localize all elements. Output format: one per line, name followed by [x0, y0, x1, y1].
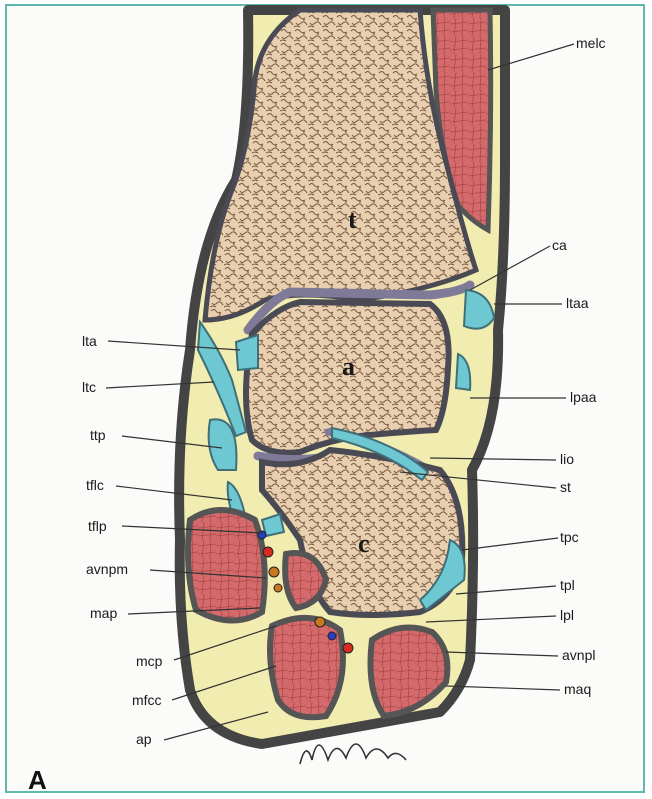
label-ltc: ltc: [82, 379, 96, 395]
label-ap: ap: [136, 731, 152, 747]
label-tflc: tflc: [86, 477, 104, 493]
panel-label: A: [28, 765, 47, 796]
label-ttp: ttp: [90, 427, 106, 443]
label-lta: lta: [82, 333, 97, 349]
label-lpaa: lpaa: [570, 389, 597, 405]
label-mcp: mcp: [136, 653, 163, 669]
label-mfcc: mfcc: [132, 692, 162, 708]
label-ltaa: ltaa: [566, 295, 589, 311]
bone-label-tibia: t: [348, 205, 357, 234]
label-avnpl: avnpl: [562, 647, 595, 663]
label-tpc: tpc: [560, 529, 579, 545]
label-ca: ca: [552, 237, 567, 253]
label-st: st: [560, 479, 571, 495]
label-lpl: lpl: [560, 607, 574, 623]
bone-label-talus: a: [342, 352, 355, 381]
label-tflp: tflp: [88, 518, 107, 534]
label-avnpm: avnpm: [86, 561, 128, 577]
label-map: map: [90, 605, 117, 621]
artist-signature: [300, 744, 406, 764]
bone-label-calcaneus: c: [358, 529, 370, 558]
label-tpl: tpl: [560, 577, 575, 593]
label-lio: lio: [560, 451, 574, 467]
label-maq: maq: [564, 681, 591, 697]
label-melc: melc: [576, 35, 606, 51]
